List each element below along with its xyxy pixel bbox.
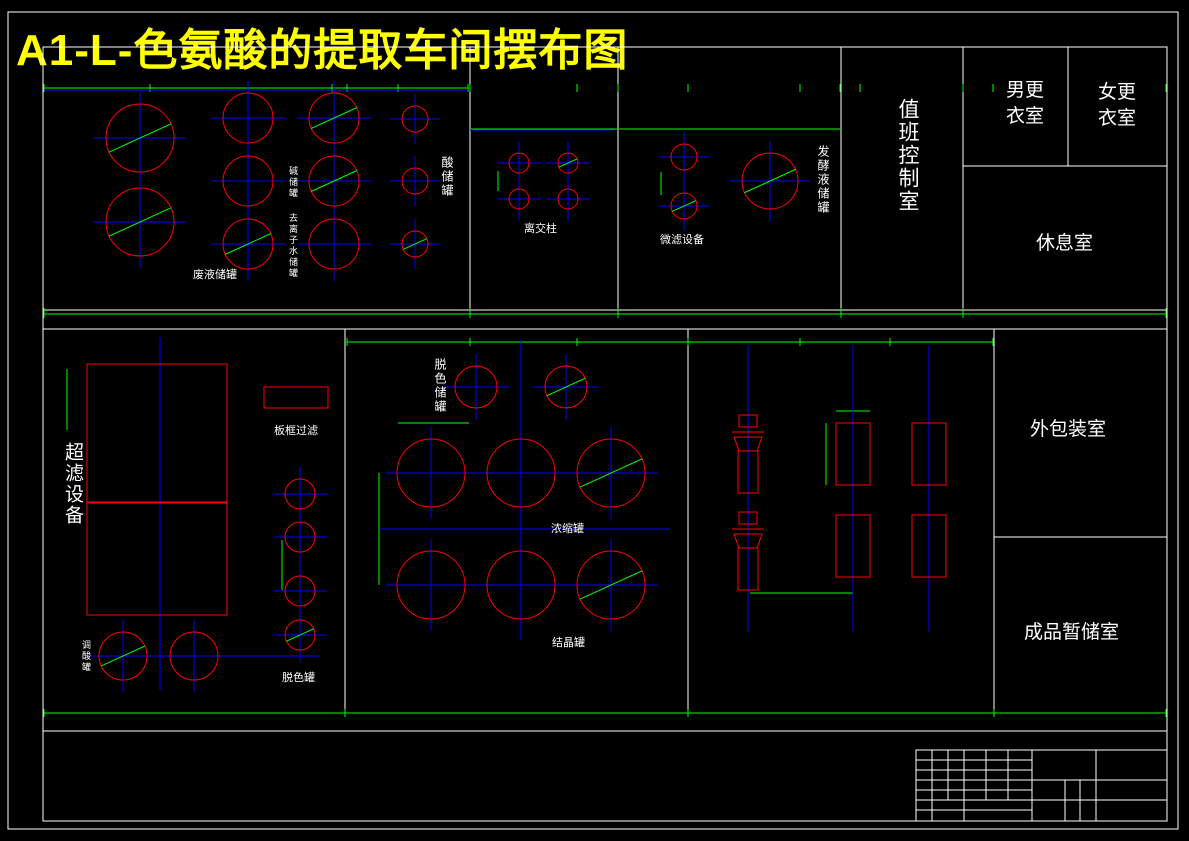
diameter-mark [671,200,697,212]
crystal-tank-label: 结晶罐 [552,636,585,649]
male-locker-room-label: 男更 衣室 [1006,79,1045,127]
tank-circle [508,152,530,174]
diameter-mark [402,238,428,250]
equipment-rect [86,363,228,503]
diameter-mark [310,170,358,192]
diameter-mark [546,377,586,397]
diameter-mark [558,158,578,168]
tank-circle [222,155,274,207]
rest-room-label: 休息室 [1036,232,1094,254]
tank-circle [284,521,316,553]
diameter-mark [108,123,172,153]
centrifuge-top [738,414,758,428]
tank-circle [544,365,588,409]
centrifuge-body [737,450,759,494]
tank-circle [741,152,799,210]
tank-circle [401,230,429,258]
equipment-rect [835,422,871,486]
tank-circle [105,103,175,173]
tank-circle [284,575,316,607]
waste-tank-label: 废液储罐 [193,268,237,281]
tank-circle [401,105,429,133]
decolor-storage-label: 脱色储罐 [433,358,447,414]
tank-circle [98,631,148,681]
frame-lines [7,11,1179,830]
tank-circle [401,167,429,195]
tank-circle [576,550,646,620]
drawing-title: A1-L-色氨酸的提取车间摆布图 [16,26,629,75]
equipment-rect [911,514,947,578]
diameter-mark [108,207,172,237]
diameter-mark [579,458,643,488]
tank-circle [486,438,556,508]
equipment-rect [835,514,871,578]
diameter-marks [100,107,796,667]
tank-circle [308,155,360,207]
centrifuge-top [738,511,758,525]
diameter-mark [579,570,643,600]
deion-water-tank-label: 去离子水储罐 [287,213,297,279]
diameter-mark [100,645,146,667]
equipment-outlines [86,92,947,681]
adjust-acid-tank-label: 调酸罐 [80,640,90,673]
tank-circle [284,619,316,651]
equipment-rect [263,386,329,409]
tank-circle [557,152,579,174]
tank-circle [454,365,498,409]
outer-packing-room-label: 外包装室 [1030,418,1107,440]
acid-tank-label: 酸储罐 [440,156,454,198]
tank-circle [486,550,556,620]
equipment-rect [86,502,228,616]
duty-control-room-label: 值班控制室 [896,98,920,213]
tank-circle [169,631,219,681]
plate-filter-label: 板框过滤 [274,424,318,437]
tank-circle [508,188,530,210]
equipment-rect [911,422,947,486]
tank-circle [670,143,698,171]
tank-circle [105,187,175,257]
female-locker-room-label: 女更 衣室 [1098,81,1137,129]
tank-circle [396,550,466,620]
tank-circle [308,218,360,270]
tank-circle [222,92,274,144]
dimension-lines [43,84,1167,717]
diameter-mark [285,628,315,642]
tank-circle [222,218,274,270]
alkali-tank-label: 碱储罐 [287,166,297,199]
concentrate-tank-label: 浓缩罐 [551,522,584,535]
ion-exchange-label: 离交柱 [524,222,557,235]
ultrafilter-label: 超滤设备 [62,442,84,526]
decolor-tank-label: 脱色罐 [282,671,315,684]
ferment-tank-label: 发酵液储罐 [816,145,830,215]
tank-circle [557,188,579,210]
tank-circle [308,92,360,144]
diameter-mark [224,233,272,255]
tank-circle [670,192,698,220]
centrifuge-body [737,547,759,591]
diameter-mark [310,107,358,129]
tank-circle [396,438,466,508]
diameter-mark [744,168,796,194]
tank-circle [284,478,316,510]
tank-circle [576,438,646,508]
microfilter-label: 微滤设备 [660,233,704,246]
product-storage-room-label: 成品暂储室 [1024,621,1120,643]
